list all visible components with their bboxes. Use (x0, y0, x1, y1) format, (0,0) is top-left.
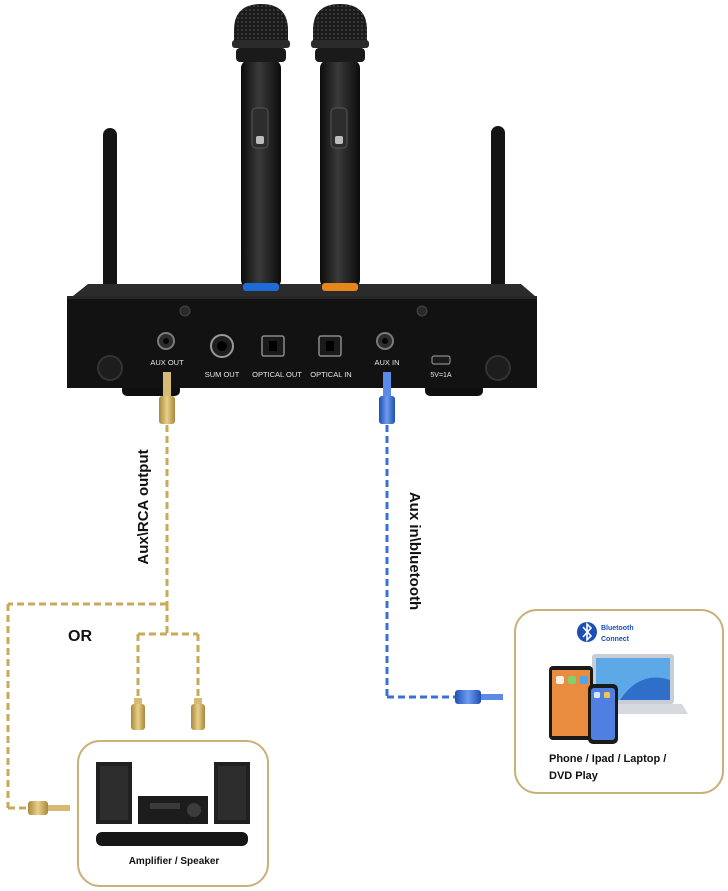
source-devices-box: Bluetooth Connect Phone / Ipad / Laptop … (514, 609, 724, 794)
gold-plug (28, 801, 70, 815)
bluetooth-subtitle: Connect (601, 636, 630, 643)
devices-label-line2: DVD Play (549, 770, 599, 782)
bluetooth-icon (577, 622, 597, 642)
microphone-icon (311, 4, 369, 291)
receiver-unit: AUX OUT SUM OUT OPTICAL OUT OPTICAL IN A… (67, 126, 537, 396)
aux-rca-output-label: Aux\RCA output (135, 449, 152, 564)
optical-in-label: OPTICAL IN (310, 370, 351, 379)
aux-rca-output-cable (6, 425, 200, 810)
usb-power-port (431, 355, 451, 365)
sum-out-label: SUM OUT (205, 370, 240, 379)
sum-out-port (210, 334, 234, 358)
devices-label-line1: Phone / Ipad / Laptop / (549, 753, 666, 765)
aux-out-label: AUX OUT (150, 358, 184, 367)
blue-plug (379, 372, 395, 424)
or-label: OR (68, 628, 92, 645)
speaker-icon (214, 762, 250, 824)
aux-out-port (157, 332, 175, 350)
usb-power-label: 5V=1A (430, 372, 452, 379)
aux-in-bluetooth-label: Aux in\bluetooth (406, 492, 423, 610)
optical-in-port (318, 335, 342, 357)
microphone-icon (232, 4, 290, 291)
gold-plug (159, 372, 175, 424)
amplifier-label: Amplifier / Speaker (129, 856, 220, 867)
rca-plug (131, 698, 145, 730)
phone-icon (588, 684, 618, 744)
amplifier-icon (138, 796, 208, 824)
optical-out-port (261, 335, 285, 357)
aux-in-bluetooth-cable (385, 425, 455, 699)
blue-plug (455, 690, 503, 704)
aux-in-label: AUX IN (374, 358, 399, 367)
soundbar-icon (96, 832, 248, 846)
receiver-front-panel (67, 296, 537, 388)
speaker-icon (96, 762, 132, 824)
amplifier-speaker-box: Amplifier / Speaker (77, 740, 269, 887)
rca-plug (191, 698, 205, 730)
optical-out-label: OPTICAL OUT (252, 370, 302, 379)
tablet-icon (549, 666, 593, 740)
bluetooth-title: Bluetooth (601, 625, 634, 632)
aux-in-port (376, 332, 394, 350)
